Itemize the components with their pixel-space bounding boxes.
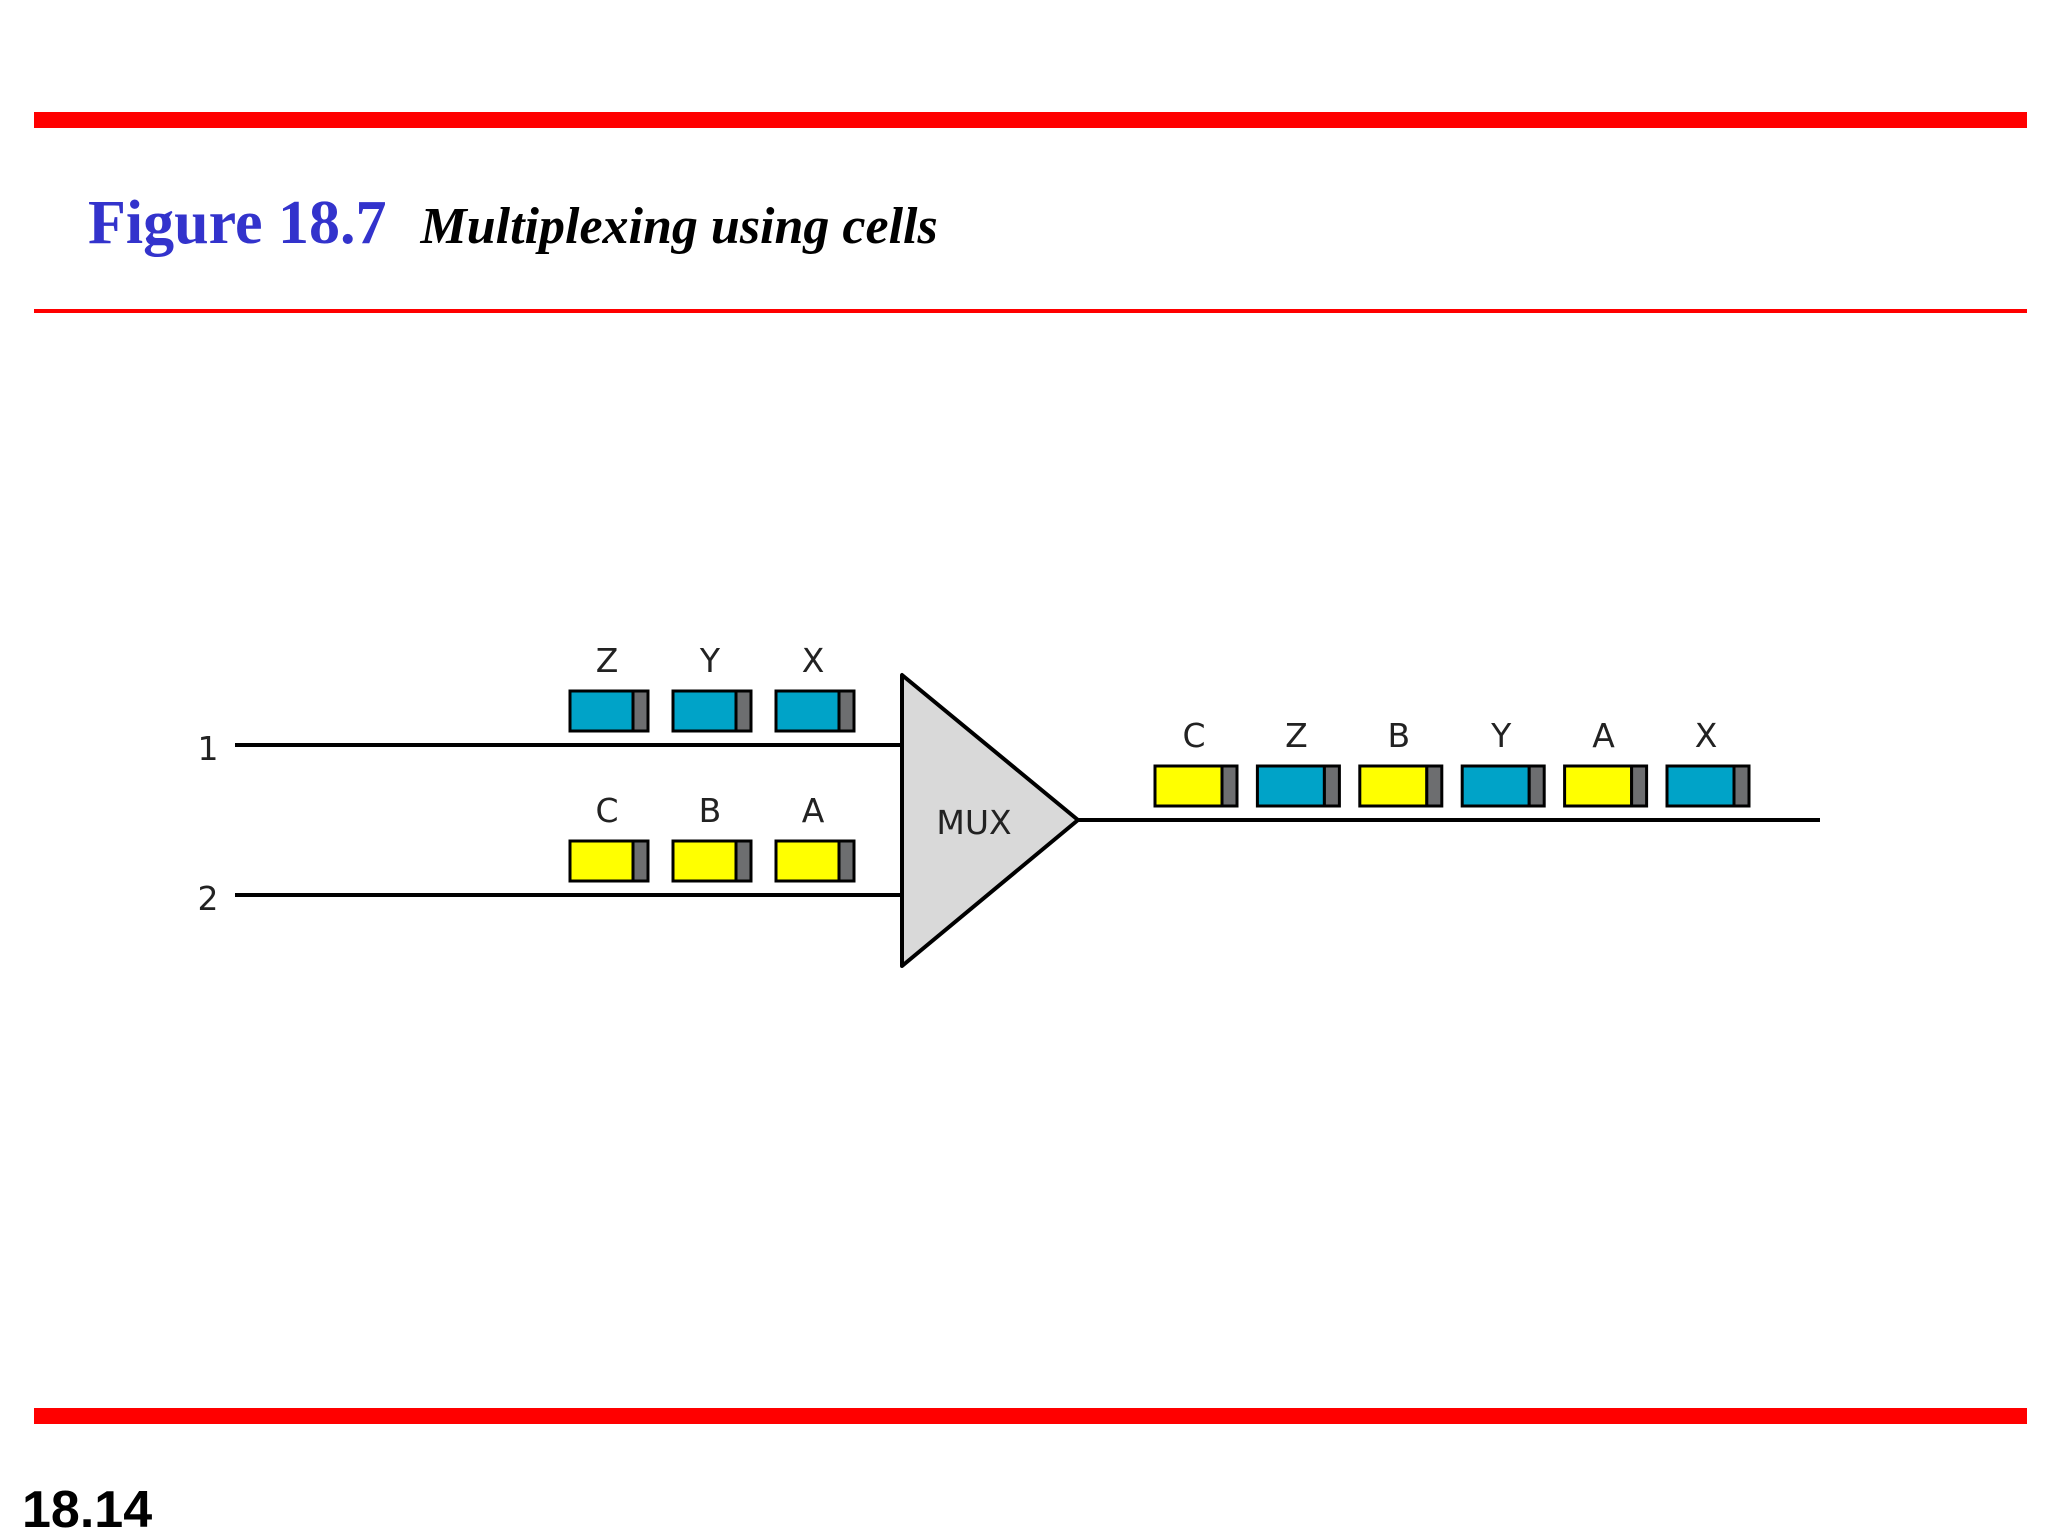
cell-payload xyxy=(774,689,841,733)
mux-block xyxy=(900,673,1080,968)
cell-payload xyxy=(1460,764,1531,808)
mux-label: MUX xyxy=(936,803,1011,842)
cell-header xyxy=(1527,764,1546,808)
line-2-cell-c: C xyxy=(568,791,650,883)
figure-caption: Multiplexing using cells xyxy=(420,198,938,255)
cell-label: X xyxy=(802,641,825,680)
figure-title: Figure 18.7 Multiplexing using cells xyxy=(88,188,938,259)
cell-label: X xyxy=(1695,716,1718,755)
line-1-cell-z: Z xyxy=(568,641,650,733)
cell-header xyxy=(631,839,650,883)
cell-payload xyxy=(1563,764,1634,808)
output-cell-a: A xyxy=(1563,716,1649,808)
output-cell-b: B xyxy=(1358,716,1444,808)
cell-payload xyxy=(568,839,635,883)
cell-payload xyxy=(774,839,841,883)
line-2-cell-b: B xyxy=(671,791,753,883)
output-cell-x: X xyxy=(1665,716,1751,808)
cell-header xyxy=(837,839,856,883)
cell-label: C xyxy=(595,791,618,830)
cell-payload xyxy=(1358,764,1429,808)
cell-payload xyxy=(1153,764,1224,808)
cell-payload xyxy=(671,839,738,883)
output-cell-y: Y xyxy=(1460,716,1546,808)
cell-label: B xyxy=(1387,716,1410,755)
cell-header xyxy=(837,689,856,733)
cell-label: Z xyxy=(596,641,619,680)
cell-header xyxy=(734,839,753,883)
cell-payload xyxy=(671,689,738,733)
cell-label: B xyxy=(699,791,722,830)
cell-header xyxy=(1732,764,1751,808)
title-underline-rule xyxy=(34,309,2027,313)
cell-header xyxy=(1220,764,1239,808)
cell-label: Z xyxy=(1285,716,1308,755)
line-1-label: 1 xyxy=(198,729,219,768)
figure-number: Figure 18.7 xyxy=(88,189,387,257)
top-red-rule xyxy=(34,112,2027,128)
cell-header xyxy=(1322,764,1341,808)
cell-label: A xyxy=(802,791,825,830)
cell-payload xyxy=(568,689,635,733)
cell-header xyxy=(734,689,753,733)
cell-header xyxy=(1630,764,1649,808)
output-cell-z: Z xyxy=(1255,716,1341,808)
cell-label: C xyxy=(1182,716,1205,755)
page-number: 18.14 xyxy=(22,1481,153,1539)
line-2-cell-a: A xyxy=(774,791,856,883)
cell-label: Y xyxy=(1490,716,1512,755)
cell-label: A xyxy=(1592,716,1615,755)
line-1-cell-y: Y xyxy=(671,641,753,733)
cell-payload xyxy=(1255,764,1326,808)
cell-payload xyxy=(1665,764,1736,808)
line-2-label: 2 xyxy=(198,879,219,918)
cell-header xyxy=(631,689,650,733)
output-cell-c: C xyxy=(1153,716,1239,808)
cell-label: Y xyxy=(699,641,721,680)
bottom-red-rule xyxy=(34,1408,2027,1424)
cell-header xyxy=(1425,764,1444,808)
line-1-cell-x: X xyxy=(774,641,856,733)
